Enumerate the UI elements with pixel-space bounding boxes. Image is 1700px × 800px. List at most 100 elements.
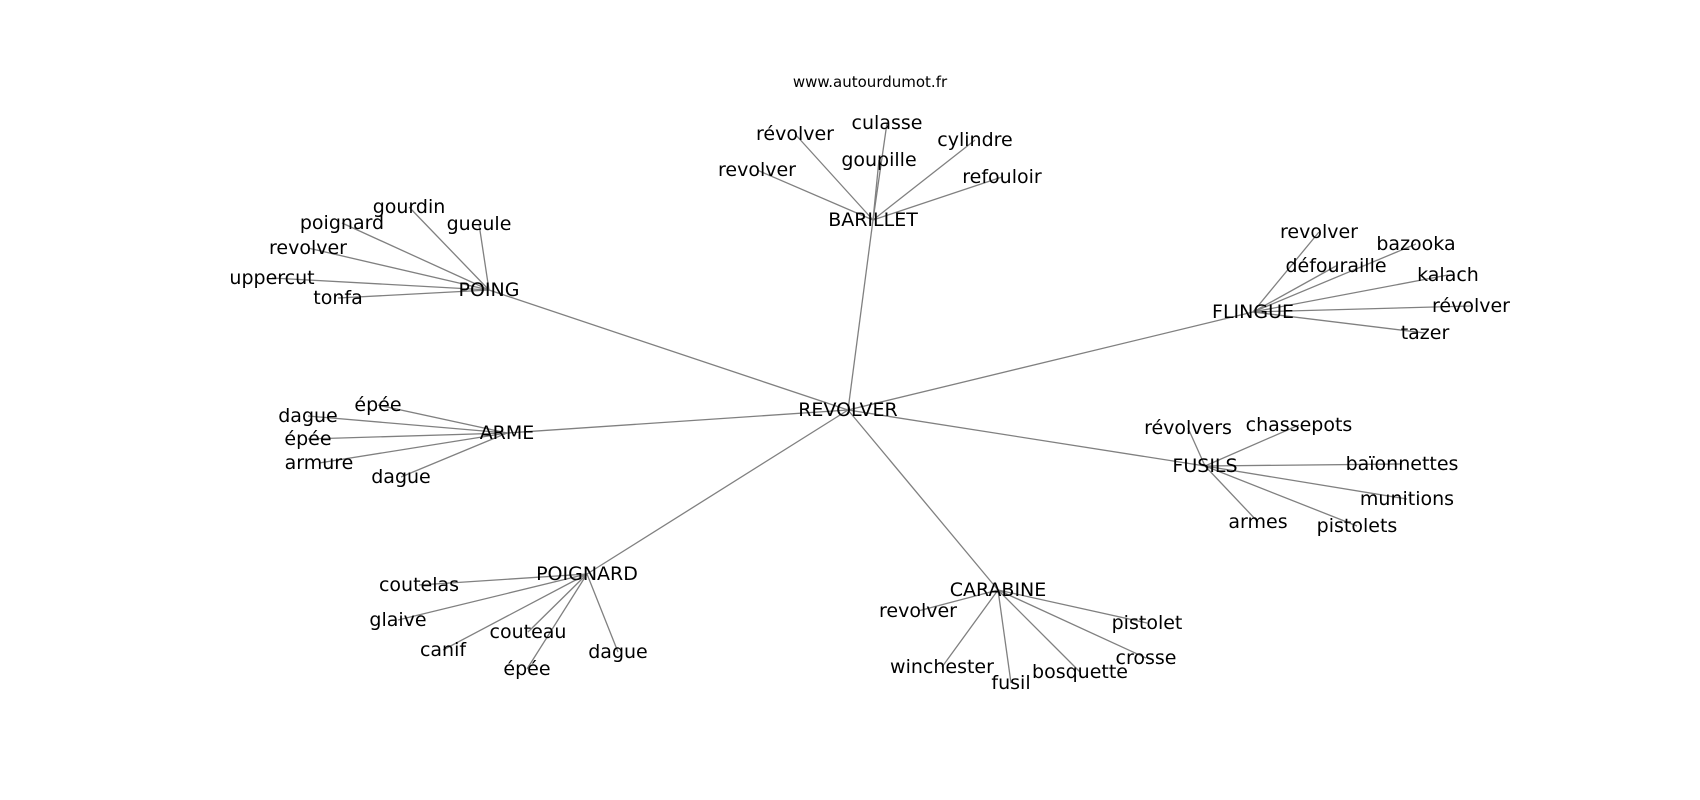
hub-node-poignard: POIGNARD	[536, 563, 638, 585]
leaf-node-barillet-1: culasse	[852, 112, 923, 134]
leaf-node-arme-2: épée	[284, 428, 331, 450]
leaf-node-carabine-2: crosse	[1116, 647, 1177, 669]
leaf-node-fusils-5: pistolets	[1317, 515, 1398, 537]
leaf-node-barillet-3: revolver	[718, 159, 796, 181]
leaf-node-poignard-4: épée	[503, 658, 550, 680]
edge-center-carabine	[847, 409, 999, 591]
hub-node-fusils: FUSILS	[1172, 455, 1237, 477]
leaf-node-poing-5: tonfa	[313, 287, 362, 309]
edge-poignard-leaf-5	[586, 573, 619, 653]
source-url: www.autourdumot.fr	[793, 73, 948, 91]
edge-arme-leaf-0	[377, 404, 508, 434]
leaf-node-poing-4: uppercut	[229, 267, 314, 289]
leaf-node-flingue-2: défouraille	[1285, 255, 1386, 277]
leaf-node-carabine-1: pistolet	[1112, 612, 1183, 634]
leaf-node-barillet-5: refouloir	[962, 166, 1042, 188]
edge-poing-leaf-4	[271, 277, 490, 291]
edge-barillet-leaf-3	[756, 169, 874, 221]
leaf-node-poignard-0: coutelas	[379, 574, 459, 596]
leaf-node-carabine-3: winchester	[890, 656, 994, 678]
edge-carabine-leaf-2	[997, 589, 1147, 659]
leaf-node-fusils-4: armes	[1228, 511, 1287, 533]
edge-center-flingue	[847, 311, 1254, 411]
edge-center-barillet	[847, 219, 874, 411]
edge-poing-leaf-3	[307, 247, 490, 291]
edge-poignard-leaf-3	[442, 573, 588, 651]
edge-fusils-leaf-1	[1204, 424, 1300, 467]
leaf-node-carabine-4: fusil	[991, 672, 1030, 694]
edge-fusils-leaf-0	[1187, 427, 1206, 467]
edge-poing-leaf-2	[478, 223, 490, 291]
edge-carabine-leaf-4	[997, 589, 1012, 684]
edge-fusils-leaf-5	[1204, 465, 1358, 527]
edge-carabine-leaf-5	[997, 589, 1081, 673]
leaf-node-poignard-1: glaive	[369, 609, 426, 631]
leaf-node-flingue-4: révolver	[1432, 295, 1510, 317]
leaf-node-flingue-0: revolver	[1280, 221, 1358, 243]
edge-flingue-leaf-4	[1252, 305, 1472, 313]
edge-poignard-leaf-2	[527, 573, 588, 633]
leaf-node-fusils-3: munitions	[1360, 488, 1454, 510]
edge-poing-leaf-5	[337, 289, 490, 299]
graph-edges	[271, 122, 1472, 684]
edge-arme-leaf-1	[307, 415, 508, 434]
edge-carabine-leaf-3	[941, 589, 999, 668]
edge-flingue-leaf-1	[1252, 243, 1417, 313]
hub-node-poing: POING	[459, 279, 520, 301]
leaf-node-carabine-0: revolver	[879, 600, 957, 622]
leaf-node-barillet-4: goupille	[841, 149, 916, 171]
leaf-node-arme-3: armure	[285, 452, 354, 474]
leaf-node-barillet-2: cylindre	[937, 129, 1012, 151]
edge-flingue-leaf-3	[1252, 274, 1449, 313]
leaf-node-arme-0: épée	[354, 394, 401, 416]
leaf-node-carabine-5: bosquette	[1032, 661, 1128, 683]
edge-carabine-leaf-1	[997, 589, 1148, 624]
edge-arme-leaf-2	[307, 432, 508, 440]
leaf-node-flingue-5: tazer	[1401, 322, 1450, 344]
hub-node-arme: ARME	[480, 422, 535, 444]
hub-node-carabine: CARABINE	[950, 579, 1047, 601]
edge-poignard-leaf-1	[397, 573, 588, 621]
hub-node-barillet: BARILLET	[828, 209, 918, 231]
edge-barillet-leaf-5	[872, 176, 1003, 221]
edge-arme-leaf-4	[400, 432, 508, 478]
leaf-node-arme-4: dague	[371, 466, 431, 488]
leaf-node-poignard-2: couteau	[490, 621, 567, 643]
graph-labels: www.autourdumot.fr REVOLVER BARILLET révol…	[229, 73, 1510, 694]
leaf-node-barillet-0: révolver	[756, 123, 834, 145]
leaf-node-flingue-3: kalach	[1417, 264, 1479, 286]
edge-fusils-leaf-3	[1204, 465, 1408, 500]
edge-center-fusils	[847, 409, 1206, 467]
edge-flingue-leaf-2	[1252, 265, 1337, 313]
edge-fusils-leaf-2	[1204, 463, 1403, 467]
leaf-node-poignard-3: canif	[420, 639, 467, 661]
center-node-label: REVOLVER	[798, 399, 898, 421]
edge-poignard-leaf-0	[418, 573, 588, 586]
edge-center-poignard	[586, 409, 849, 575]
hub-node-flingue: FLINGUE	[1212, 301, 1294, 323]
edge-poignard-leaf-4	[526, 573, 588, 670]
edge-carabine-leaf-0	[917, 589, 999, 612]
edge-fusils-leaf-4	[1204, 465, 1259, 523]
edge-flingue-leaf-5	[1252, 311, 1426, 334]
leaf-node-poing-1: poignard	[300, 212, 384, 234]
edge-barillet-leaf-0	[794, 133, 874, 221]
leaf-node-poignard-5: dague	[588, 641, 648, 663]
edge-flingue-leaf-0	[1252, 231, 1320, 313]
leaf-node-poing-0: gourdin	[373, 196, 446, 218]
leaf-node-fusils-0: révolvers	[1144, 417, 1232, 439]
edge-poing-leaf-0	[408, 206, 490, 291]
leaf-node-flingue-1: bazooka	[1376, 233, 1455, 255]
edge-arme-leaf-3	[318, 432, 508, 464]
leaf-node-poing-3: revolver	[269, 237, 347, 259]
edge-barillet-leaf-2	[872, 139, 976, 221]
edge-center-arme	[506, 409, 849, 434]
edge-center-poing	[488, 289, 849, 411]
leaf-node-fusils-2: baïonnettes	[1346, 453, 1459, 475]
edge-poing-leaf-1	[341, 222, 490, 291]
edge-barillet-leaf-4	[872, 159, 880, 221]
leaf-node-poing-2: gueule	[447, 213, 512, 235]
leaf-node-fusils-1: chassepots	[1246, 414, 1353, 436]
leaf-node-arme-1: dague	[278, 405, 338, 427]
